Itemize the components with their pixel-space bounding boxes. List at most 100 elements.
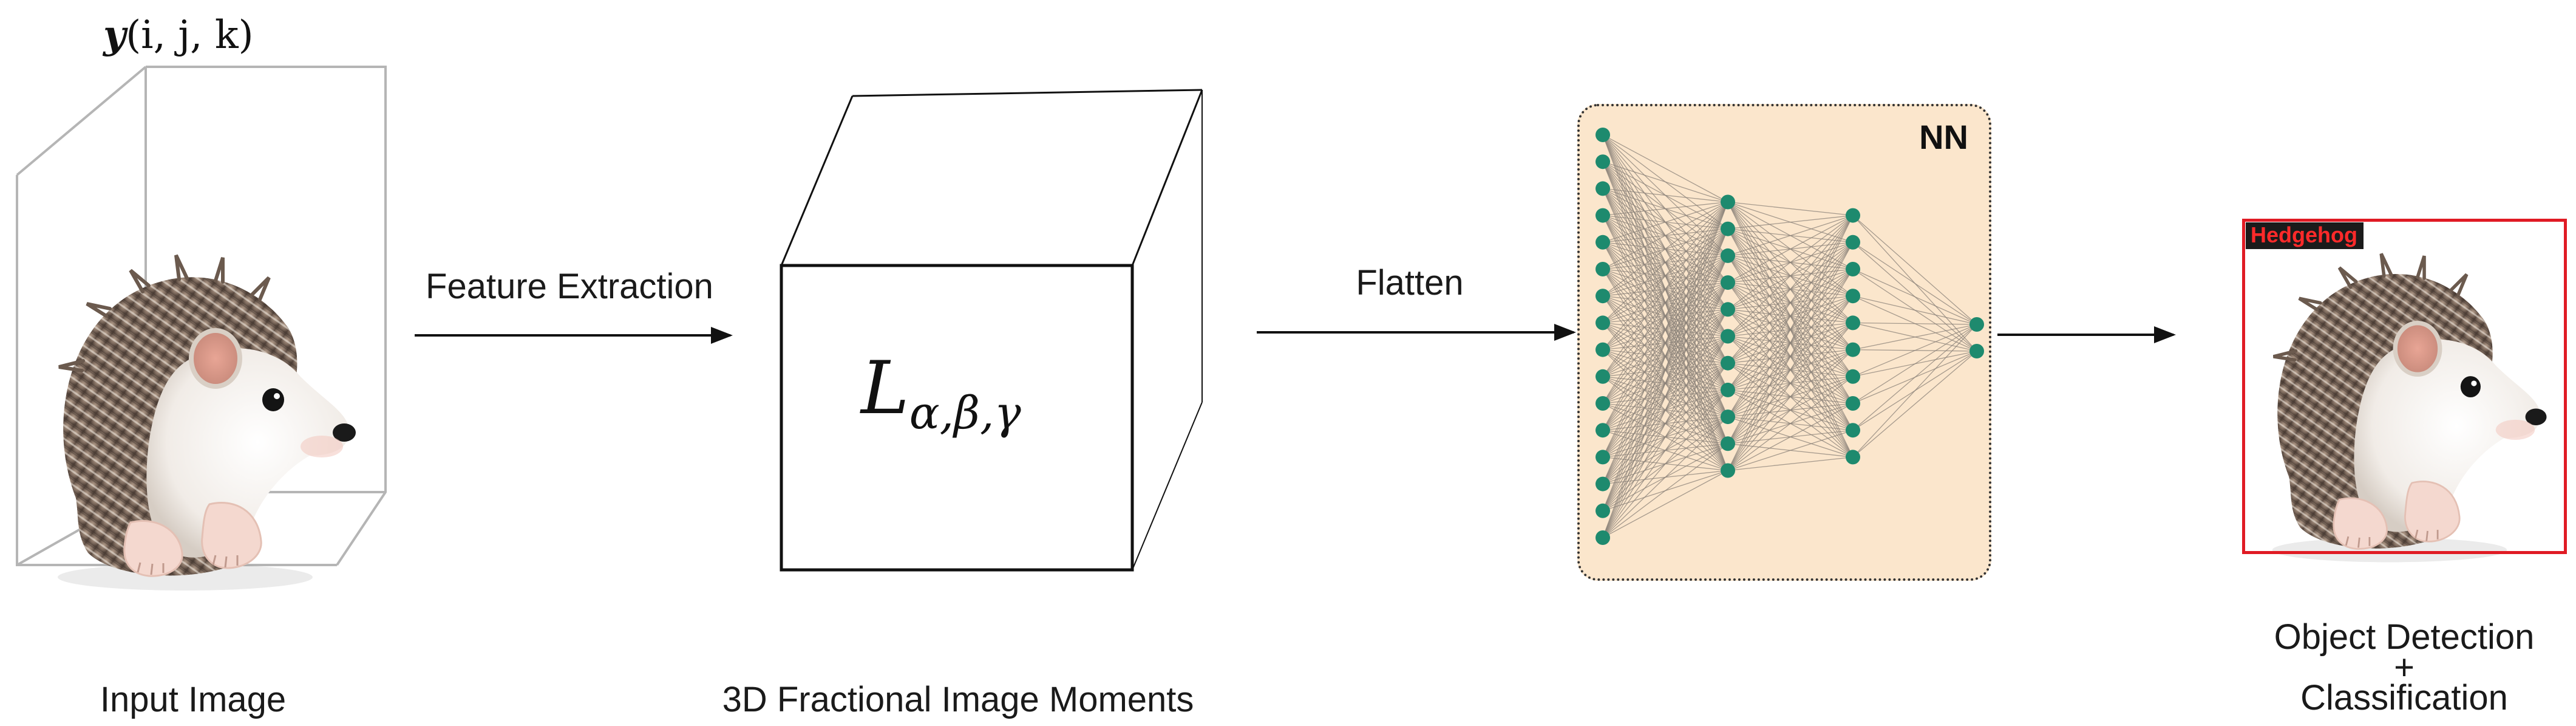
nn-edge <box>1727 322 1854 471</box>
nn-edge <box>1602 470 1728 538</box>
nn-edge <box>1727 201 1854 216</box>
nn-node-layer3-5 <box>1846 315 1860 330</box>
detection-bounding-box <box>2242 219 2567 554</box>
nn-edge <box>1727 215 1854 417</box>
nn-edge <box>1852 242 1977 325</box>
nn-edge <box>1602 202 1728 431</box>
nn-node-layer2-2 <box>1721 221 1735 236</box>
nn-node-layer2-9 <box>1721 409 1735 425</box>
nn-node-layer3-6 <box>1846 342 1860 357</box>
output-label-line2: + <box>2394 648 2415 687</box>
nn-edge <box>1727 376 1854 471</box>
nn-node-layer1-6 <box>1596 262 1610 276</box>
nn-edge <box>1852 295 1977 325</box>
nn-edge <box>1602 134 1728 203</box>
moments-symbol: Lα,β,γ <box>861 346 1021 439</box>
nn-node-layer2-8 <box>1721 382 1735 397</box>
nn-edge <box>1727 214 1854 230</box>
input-image-label: Input Image <box>100 680 287 719</box>
nn-node-layer1-11 <box>1596 396 1610 411</box>
nn-node-layer1-15 <box>1596 503 1610 518</box>
nn-edge <box>1852 324 1977 351</box>
nn-edge <box>1727 295 1854 471</box>
nn-edge <box>1602 255 1728 538</box>
nn-edge <box>1602 416 1728 538</box>
nn-edge <box>1727 215 1854 310</box>
nn-edge <box>1727 430 1854 471</box>
output-label-line3: Classification <box>2300 678 2508 717</box>
nn-edge <box>1727 456 1854 471</box>
nn-edge <box>1727 349 1854 471</box>
nn-node-layer1-13 <box>1596 450 1610 465</box>
nn-node-layer2-4 <box>1721 275 1735 290</box>
nn-node-layer1-16 <box>1596 530 1610 545</box>
nn-edge <box>1852 351 1977 457</box>
nn-node-layer2-1 <box>1721 194 1735 210</box>
nn-node-layer2-7 <box>1721 355 1735 371</box>
nn-node-layer2-3 <box>1721 248 1735 263</box>
nn-node-layer3-1 <box>1846 208 1860 223</box>
detection-class-tag: Hedgehog <box>2246 222 2364 249</box>
nn-title: NN <box>1919 118 1968 156</box>
nn-edge <box>1852 324 1977 431</box>
nn-edge <box>1727 215 1854 391</box>
nn-node-layer3-9 <box>1846 423 1860 438</box>
nn-node-layer1-9 <box>1596 342 1610 357</box>
nn-node-layer4-1 <box>1969 317 1984 332</box>
nn-edge <box>1852 215 1977 325</box>
nn-edge <box>1727 214 1854 256</box>
nn-edge <box>1602 202 1728 512</box>
nn-edge <box>1852 322 1977 325</box>
nn-edge <box>1852 324 1977 377</box>
nn-edge <box>1727 215 1854 471</box>
output-label-line1: Object Detection <box>2274 617 2535 657</box>
nn-node-layer1-1 <box>1596 128 1610 142</box>
nn-connections <box>1602 134 1977 538</box>
nn-edge <box>1602 201 1728 270</box>
nn-edge <box>1727 242 1854 471</box>
nn-edge <box>1852 324 1977 457</box>
nn-node-layer4-2 <box>1969 344 1984 358</box>
nn-edge <box>1602 202 1728 404</box>
nn-edge <box>1602 202 1728 351</box>
nn-edge <box>1602 202 1728 457</box>
nn-node-layer1-2 <box>1596 154 1610 170</box>
nn-node-layer2-5 <box>1721 302 1735 317</box>
nn-edge <box>1602 161 1728 203</box>
nn-edge <box>1602 202 1728 484</box>
nn-node-layer1-12 <box>1596 423 1610 438</box>
nn-node-layer3-10 <box>1846 450 1860 465</box>
nn-node-layer1-3 <box>1596 181 1610 196</box>
nn-edge <box>1727 269 1854 471</box>
moments-label: 3D Fractional Image Moments <box>722 680 1194 719</box>
nn-node-layer2-6 <box>1721 329 1735 344</box>
nn-edge <box>1602 201 1728 243</box>
nn-edge <box>1602 201 1728 296</box>
flatten-label: Flatten <box>1356 263 1464 303</box>
nn-edge <box>1852 324 1977 404</box>
nn-node-layer3-8 <box>1846 396 1860 411</box>
nn-edge <box>1727 215 1854 337</box>
nn-edge <box>1602 202 1728 377</box>
nn-node-layer3-7 <box>1846 369 1860 384</box>
nn-node-layer3-4 <box>1846 289 1860 304</box>
nn-edge <box>1602 309 1728 538</box>
moments-cube <box>780 89 1203 572</box>
nn-edge <box>1727 215 1854 364</box>
nn-node-layer1-5 <box>1596 235 1610 250</box>
nn-node-layer1-14 <box>1596 476 1610 491</box>
nn-edge <box>1602 282 1728 538</box>
nn-node-layer2-11 <box>1721 463 1735 478</box>
nn-edge <box>1602 228 1728 538</box>
nn-edge <box>1602 202 1728 323</box>
nn-edge <box>1727 215 1854 283</box>
feature-extraction-label: Feature Extraction <box>426 267 713 306</box>
nn-node-layer1-8 <box>1596 315 1610 330</box>
nn-edge <box>1602 389 1728 538</box>
nn-edge <box>1727 403 1854 471</box>
nn-node-layer3-3 <box>1846 262 1860 276</box>
nn-node-layer1-10 <box>1596 369 1610 384</box>
